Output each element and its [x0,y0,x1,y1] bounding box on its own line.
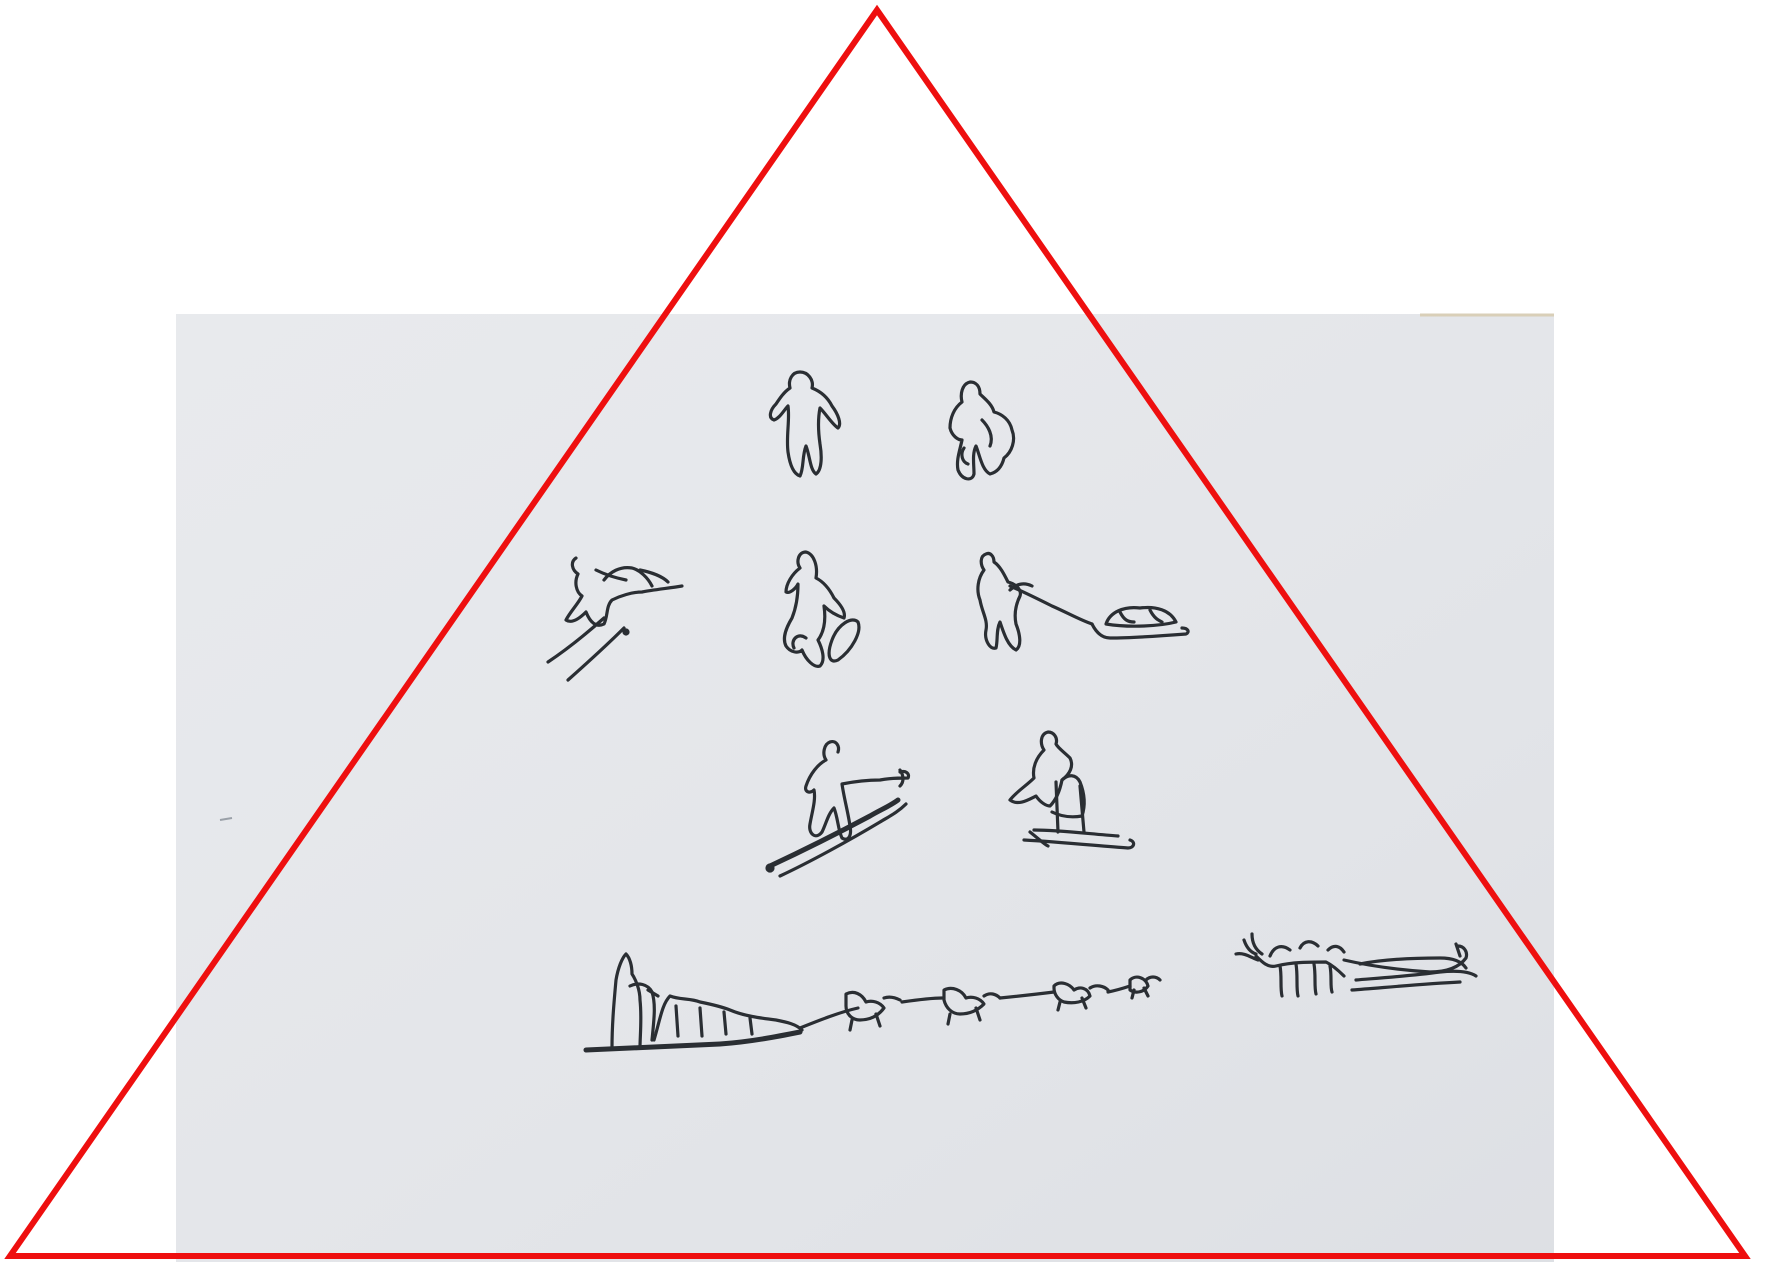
paper-sheet [176,314,1554,1262]
